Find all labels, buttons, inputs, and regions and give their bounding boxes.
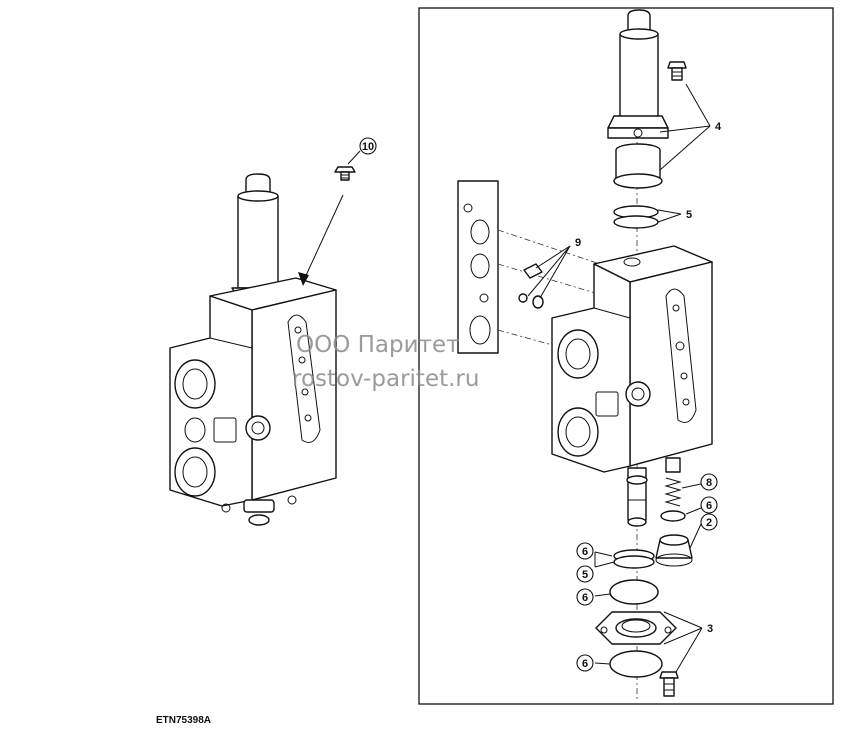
callout-6-bottom: 6 bbox=[576, 654, 594, 672]
callout-3: 3 bbox=[707, 623, 713, 635]
callout-5-bottom-label: 5 bbox=[582, 569, 588, 581]
callout-3-label: 3 bbox=[707, 623, 713, 635]
callout-8-label: 8 bbox=[706, 477, 712, 489]
callout-8: 8 bbox=[700, 473, 718, 491]
exploded-valve-parts bbox=[457, 9, 713, 700]
exploded-view-frame bbox=[418, 7, 834, 705]
callout-10-label: 10 bbox=[362, 141, 374, 153]
callout-6-spring: 6 bbox=[700, 496, 718, 514]
callout-6-ring: 6 bbox=[576, 542, 594, 560]
callout-9-label: 9 bbox=[575, 237, 581, 249]
callout-6-spring-label: 6 bbox=[706, 500, 712, 512]
callout-5-top-label: 5 bbox=[686, 209, 692, 221]
callout-9: 9 bbox=[575, 237, 581, 249]
callout-6-middle: 6 bbox=[576, 588, 594, 606]
callout-6-middle-label: 6 bbox=[582, 592, 588, 604]
leader-lines bbox=[347, 83, 711, 673]
watermark-url: rostov-paritet.ru bbox=[292, 366, 479, 392]
callout-4-label: 4 bbox=[715, 121, 722, 133]
callout-6-ring-label: 6 bbox=[582, 546, 588, 558]
callout-2: 2 bbox=[700, 513, 718, 531]
callout-5-bottom: 5 bbox=[576, 565, 594, 583]
callout-4: 4 bbox=[715, 121, 722, 133]
figure-code: ETN75398A bbox=[156, 715, 211, 726]
callout-10: 10 bbox=[359, 137, 377, 155]
callout-5-top: 5 bbox=[686, 209, 692, 221]
watermark-company: ООО Паритет bbox=[296, 332, 460, 358]
callout-2-label: 2 bbox=[706, 517, 712, 529]
assembled-valve-section bbox=[169, 166, 356, 526]
callout-6-bottom-label: 6 bbox=[582, 658, 588, 670]
